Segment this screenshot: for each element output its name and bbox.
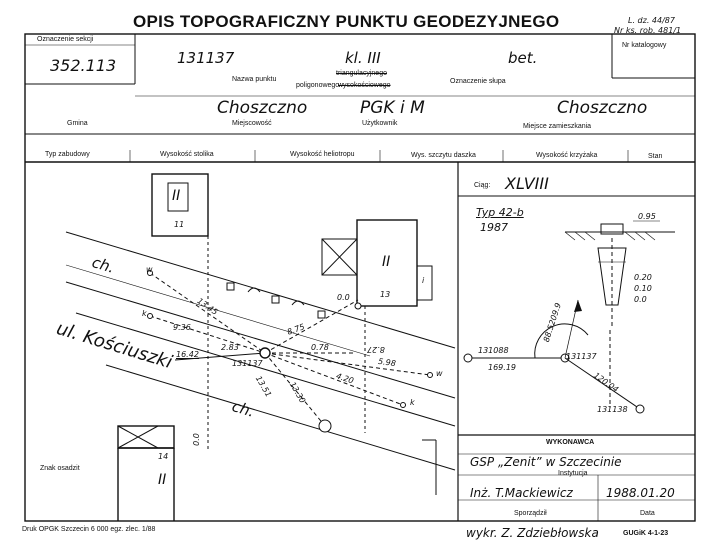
depth-000: 0.0: [634, 295, 647, 304]
mark-w-2: w: [436, 369, 443, 378]
catalog-label: Nr katalogowy: [622, 42, 667, 49]
building-14-label: II: [158, 472, 167, 488]
author-label: Sporządził: [514, 510, 547, 517]
sketch-point-number: 131137: [232, 359, 263, 368]
type-value: Typ 42-b: [476, 206, 524, 219]
section-value: 352.113: [50, 56, 117, 75]
year-value: 1987: [480, 221, 508, 234]
building-13-number: 13: [380, 290, 391, 299]
reference-number-2: Nr ks. rob. 481/1: [614, 26, 682, 35]
dist-283: 2.83: [221, 343, 239, 352]
building-13-label: II: [382, 254, 391, 270]
point-name-label: Nazwa punktu: [232, 76, 277, 83]
pillar-label: Oznaczenie słupa: [450, 78, 506, 85]
building-14-number: 14: [158, 452, 169, 461]
col-table-height: Wysokość stolika: [160, 151, 214, 158]
col-state: Stan: [648, 153, 663, 160]
gmina-label: Gmina: [67, 120, 88, 127]
building-11-label: II: [172, 188, 181, 204]
point-type-polygon: poligonowego: [296, 82, 340, 89]
offset-00-a: 0.0: [337, 293, 350, 302]
point-type-triangulation: triangulacyjnego: [336, 70, 387, 77]
depth-095: 0.95: [638, 212, 656, 221]
ciag-label: Ciąg:: [474, 182, 491, 189]
traverse-distance-1: 169.19: [488, 363, 516, 372]
institution-label: Instytucja: [558, 470, 588, 477]
drawer-value: wykr. Z. Zdziebłowska: [466, 526, 599, 540]
col-board-height: Wys. szczytu daszka: [411, 152, 476, 159]
mark-set-label: Znak osadzit: [40, 465, 80, 472]
depth-010: 0.10: [634, 284, 652, 293]
executor-label: WYKONAWCA: [546, 439, 595, 446]
building-11-number: 11: [174, 220, 185, 229]
dist-936: 9.36: [173, 323, 191, 332]
footer-print-info: Druk OPGK Szczecin 6 000 egz. zlec. 1/88: [22, 526, 156, 533]
mark-k-2: k: [410, 398, 415, 407]
depth-020: 0.20: [634, 273, 652, 282]
section-label: Oznaczenie sekcji: [37, 36, 94, 43]
col-build-type: Typ zabudowy: [45, 151, 90, 158]
traverse-point-center: 131137: [566, 352, 597, 361]
mark-w-1: w: [146, 265, 153, 274]
locality-value: PGK i M: [360, 98, 425, 118]
author-value: Inż. T.Mackiewicz: [470, 486, 573, 500]
user-value: Choszczno: [557, 98, 648, 118]
residence-label: Miejsce zamieszkania: [523, 123, 592, 130]
traverse-point-right: 131138: [597, 405, 628, 414]
point-class: kl. III: [345, 49, 381, 67]
ciag-value: XLVIII: [505, 174, 549, 193]
footer-form-id: GUGiK 4-1-23: [623, 530, 669, 537]
dist-1642: 16.42: [176, 350, 199, 359]
dist-078: 0.78: [311, 343, 329, 352]
traverse-point-left: 131088: [478, 346, 509, 355]
col-heliotrope-height: Wysokość heliotropu: [290, 151, 355, 158]
offset-00-b: 0.0: [191, 433, 201, 446]
date-value: 1988.01.20: [606, 486, 675, 500]
point-number: 131137: [177, 49, 235, 67]
building-13-side: i: [422, 276, 425, 285]
user-label: Użytkownik: [362, 120, 398, 127]
institution-value: GSP „Zenit” w Szczecinie: [470, 455, 622, 469]
gmina-value: Choszczno: [217, 98, 308, 118]
col-cross-height: Wysokość krzyżaka: [536, 152, 598, 159]
locality-label: Miejscowość: [232, 120, 272, 127]
point-type-height: wysokościowego: [338, 82, 391, 89]
pillar-mark: bet.: [508, 49, 538, 67]
dist-827: 8.27: [367, 345, 385, 354]
form-title: OPIS TOPOGRAFICZNY PUNKTU GEODEZYJNEGO: [133, 12, 560, 31]
date-label: Data: [640, 510, 655, 517]
mark-k-1: k: [142, 309, 147, 318]
reference-number-1: L. dz. 44/87: [628, 16, 675, 25]
